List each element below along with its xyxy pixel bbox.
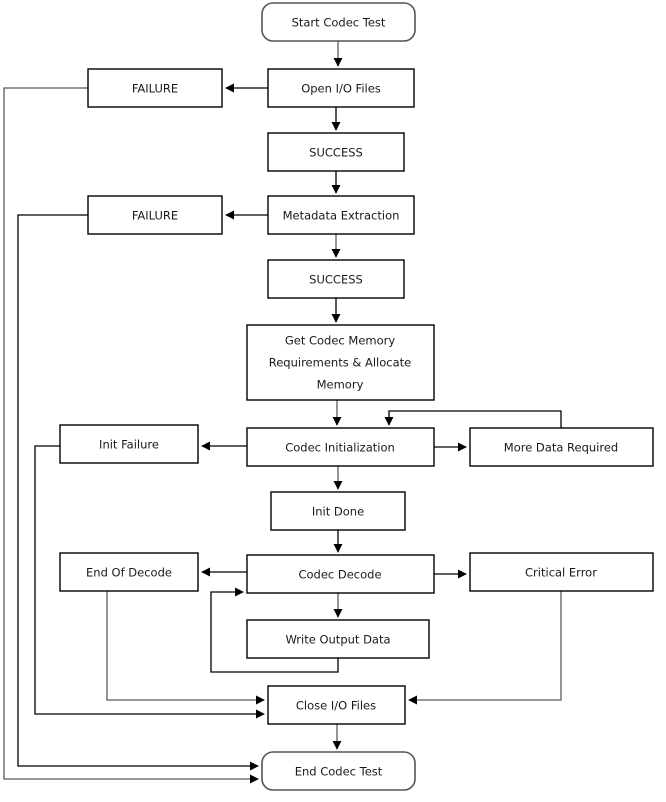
node-codec-initialization-label: Codec Initialization — [285, 441, 395, 455]
node-failure-metadata[interactable]: FAILURE — [87, 195, 223, 235]
node-metadata-extraction[interactable]: Metadata Extraction — [267, 195, 415, 235]
node-write-output-data-label: Write Output Data — [285, 633, 390, 647]
node-success-open-io-shape — [267, 132, 405, 172]
node-get-codec-memory[interactable]: Get Codec Memory Requirements & Allocate… — [246, 324, 435, 401]
node-init-failure-label: Init Failure — [99, 438, 159, 452]
edge-failure-1-to-end — [3, 87, 259, 784]
node-start-codec-test-label: Start Codec Test — [292, 16, 386, 30]
node-metadata-extraction-shape — [267, 195, 415, 235]
node-end-codec-test-shape — [261, 751, 416, 791]
node-init-done[interactable]: Init Done — [270, 491, 406, 531]
edge-more-data-to-codec-init — [384, 410, 562, 428]
node-more-data-required[interactable]: More Data Required — [469, 427, 654, 467]
node-metadata-extraction-label: Metadata Extraction — [283, 209, 400, 223]
node-codec-decode[interactable]: Codec Decode — [246, 554, 435, 594]
node-failure-open-io-shape — [87, 68, 223, 108]
node-start-codec-test[interactable]: Start Codec Test — [261, 2, 416, 42]
node-codec-initialization-shape — [246, 427, 435, 467]
node-init-done-shape — [270, 491, 406, 531]
edge-critical-error-to-close-io — [408, 591, 562, 705]
node-close-io-files[interactable]: Close I/O Files — [267, 685, 406, 725]
node-init-failure-shape — [59, 424, 199, 464]
node-end-of-decode-shape — [59, 552, 199, 592]
node-more-data-required-label: More Data Required — [504, 441, 618, 455]
edge-failure-2-to-end — [17, 214, 259, 771]
node-success-metadata-label: SUCCESS — [309, 273, 363, 287]
node-open-io-files-shape — [267, 68, 415, 108]
node-get-codec-memory-label-line-3: Memory — [317, 378, 364, 392]
nodes-layer: Start Codec Test Open I/O Files FAILURE … — [59, 2, 654, 791]
node-init-failure[interactable]: Init Failure — [59, 424, 199, 464]
node-end-codec-test[interactable]: End Codec Test — [261, 751, 416, 791]
node-end-of-decode-label: End Of Decode — [86, 566, 172, 580]
node-success-metadata-shape — [267, 259, 405, 299]
node-close-io-files-label: Close I/O Files — [296, 699, 376, 713]
node-get-codec-memory-shape — [246, 324, 435, 401]
node-failure-open-io[interactable]: FAILURE — [87, 68, 223, 108]
node-success-metadata[interactable]: SUCCESS — [267, 259, 405, 299]
node-critical-error-shape — [469, 552, 654, 592]
edge-write-output-to-codec-decode — [210, 587, 339, 673]
node-success-open-io-label: SUCCESS — [309, 146, 363, 160]
node-codec-decode-label: Codec Decode — [298, 568, 381, 582]
edge-init-failure-to-close-io — [34, 445, 265, 719]
node-end-of-decode[interactable]: End Of Decode — [59, 552, 199, 592]
node-start-codec-test-shape — [261, 2, 416, 42]
node-failure-metadata-label: FAILURE — [132, 209, 178, 223]
node-failure-open-io-label: FAILURE — [132, 82, 178, 96]
node-open-io-files[interactable]: Open I/O Files — [267, 68, 415, 108]
node-init-done-label: Init Done — [312, 505, 364, 519]
node-failure-metadata-shape — [87, 195, 223, 235]
node-open-io-files-label: Open I/O Files — [301, 82, 381, 96]
node-end-codec-test-label: End Codec Test — [295, 765, 383, 779]
node-get-codec-memory-label-line-1: Get Codec Memory — [285, 334, 396, 348]
node-critical-error-label: Critical Error — [525, 566, 597, 580]
edges-layer — [3, 41, 562, 784]
node-get-codec-memory-label-line-2: Requirements & Allocate — [269, 356, 411, 370]
node-critical-error[interactable]: Critical Error — [469, 552, 654, 592]
node-success-open-io[interactable]: SUCCESS — [267, 132, 405, 172]
edge-end-of-decode-to-close-io — [106, 591, 265, 705]
node-codec-decode-shape — [246, 554, 435, 594]
node-write-output-data-shape — [246, 619, 430, 659]
node-more-data-required-shape — [469, 427, 654, 467]
node-close-io-files-shape — [267, 685, 406, 725]
node-write-output-data[interactable]: Write Output Data — [246, 619, 430, 659]
node-codec-initialization[interactable]: Codec Initialization — [246, 427, 435, 467]
